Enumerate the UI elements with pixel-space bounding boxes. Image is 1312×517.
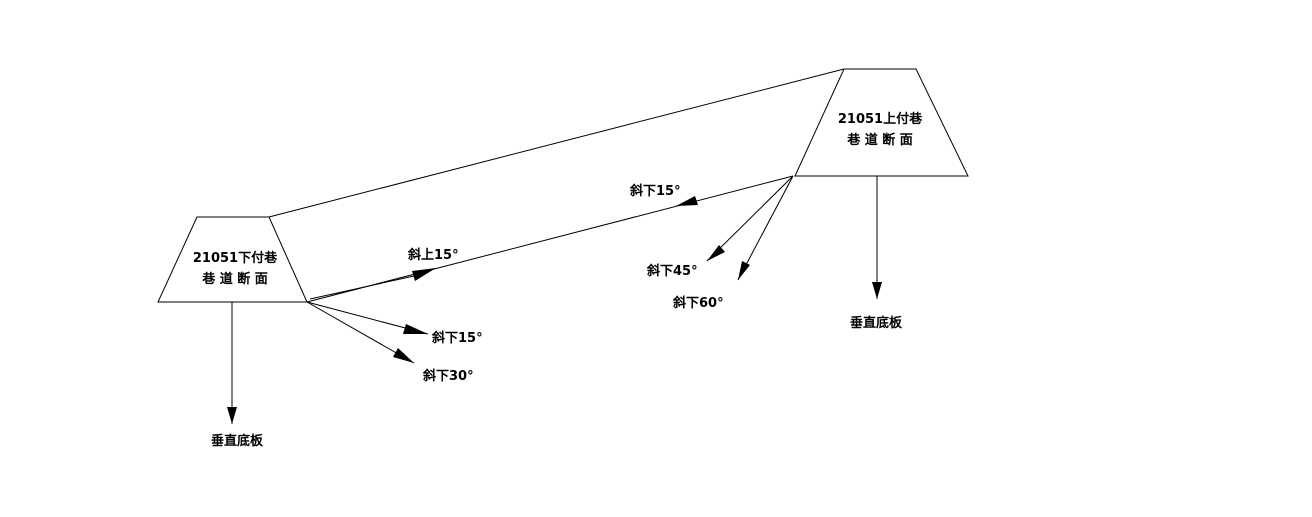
lower-borehole-down15	[306, 301, 429, 335]
upper-roadway-subtitle: 巷 道 断 面	[846, 132, 913, 148]
upper-label-down15: 斜下15°	[629, 183, 681, 199]
connecting-line	[268, 68, 845, 218]
lower-label-down30: 斜下30°	[422, 368, 474, 384]
lower-roadway-title: 21051下付巷	[193, 250, 278, 266]
lower-borehole-vertical	[227, 302, 237, 424]
upper-roadway-title: 21051上付巷	[838, 111, 923, 127]
upper-label-down60: 斜下60°	[672, 295, 724, 311]
lower-borehole-down30	[306, 301, 415, 364]
lower-label-down15: 斜下15°	[431, 330, 483, 346]
upper-label-down45: 斜下45°	[646, 263, 698, 279]
upper-label-vertical: 垂直底板	[850, 315, 903, 331]
lower-borehole-up15	[306, 175, 794, 303]
lower-label-up15: 斜上15°	[407, 247, 459, 263]
upper-borehole-vertical	[872, 176, 882, 299]
lower-label-vertical: 垂直底板	[211, 433, 264, 449]
upper-borehole-down60	[737, 175, 794, 281]
upper-borehole-down15	[676, 196, 698, 206]
upper-roadway-section	[794, 68, 969, 177]
upper-borehole-down45	[706, 175, 794, 262]
lower-roadway-subtitle: 巷 道 断 面	[201, 271, 268, 287]
